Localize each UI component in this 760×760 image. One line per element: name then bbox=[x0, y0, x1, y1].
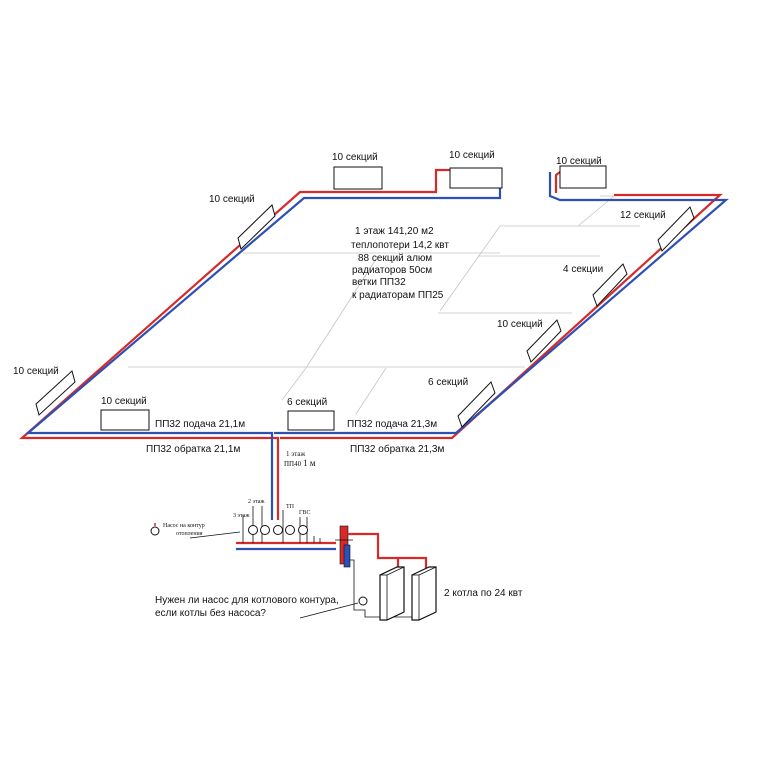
manifold bbox=[236, 506, 336, 551]
boiler-piping bbox=[348, 532, 428, 618]
pump-icon bbox=[285, 525, 295, 535]
supply-right-label: ПП32 подача 21,3м bbox=[347, 419, 437, 430]
return-pipe-loop bbox=[25, 172, 729, 520]
radiator-label: 10 секций bbox=[332, 152, 378, 163]
pump-icon bbox=[248, 525, 258, 535]
boiler-2 bbox=[411, 566, 437, 621]
radiator-label: 4 секции bbox=[563, 264, 603, 275]
manifold-gvs-label: ГВС bbox=[299, 510, 310, 516]
boiler-pump-icon bbox=[358, 596, 368, 606]
heating-pump-label: Насос на контур bbox=[163, 523, 205, 529]
floor-info-line: 1 этаж 141,20 м2 bbox=[355, 226, 434, 237]
radiator-top-3 bbox=[559, 165, 607, 189]
radiator-top-2 bbox=[449, 167, 503, 189]
return-left-label: ПП32 обратка 21,1м bbox=[146, 443, 240, 455]
radiator-label: 10 секций bbox=[556, 156, 602, 167]
floor-info: 1 этаж 141,20 м2 теплопотери 14,2 квт 88… bbox=[351, 226, 449, 301]
supply-pipe-loop bbox=[19, 168, 723, 520]
pump-icon bbox=[298, 525, 308, 535]
pump-icon bbox=[273, 525, 283, 535]
radiator-label: 10 секций bbox=[101, 396, 147, 407]
boilers-label: 2 котла по 24 квт bbox=[444, 588, 523, 599]
radiator-right-4 bbox=[592, 263, 628, 307]
radiator-right-10 bbox=[526, 319, 562, 363]
radiator-bottom-6 bbox=[287, 410, 335, 431]
question-line: если котлы без насоса? bbox=[155, 607, 266, 619]
floor-info-line: теплопотери 14,2 квт bbox=[351, 240, 449, 251]
radiator-label: 10 секций bbox=[209, 194, 255, 205]
manifold-tp-label: ТП bbox=[286, 504, 295, 510]
radiator-top-1 bbox=[333, 166, 383, 190]
return-right-label: ПП32 обратка 21,3м bbox=[350, 443, 444, 455]
radiator-upper-left bbox=[237, 204, 276, 250]
heating-pump-icon bbox=[150, 526, 160, 536]
radiator-right-12 bbox=[657, 206, 695, 252]
radiator-label: 12 секций bbox=[620, 210, 666, 221]
floor-info-line: ветки ППЗ2 bbox=[352, 277, 406, 288]
hydraulic-separator bbox=[335, 525, 353, 568]
manifold-floor2-label: 2 этаж bbox=[248, 499, 265, 505]
radiator-label: 10 секций bbox=[497, 319, 543, 330]
radiator-label: 6 секций bbox=[287, 397, 327, 408]
radiator-label: 6 секций bbox=[428, 377, 468, 388]
radiator-label: 10 секций bbox=[449, 150, 495, 161]
radiator-left-10 bbox=[35, 370, 76, 416]
manifold-floor3-label: 3 этаж bbox=[233, 513, 250, 519]
pump-icon bbox=[260, 525, 270, 535]
radiator-bottom-10 bbox=[100, 409, 150, 431]
floor-info-line: к радиаторам ПП25 bbox=[352, 290, 444, 301]
floor-info-line: радиаторов 50см bbox=[352, 265, 432, 276]
radiator-right-6 bbox=[457, 381, 496, 428]
boiler-1 bbox=[379, 566, 405, 621]
radiator-label: 10 секций bbox=[13, 366, 59, 377]
supply-left-label: ПП32 подача 21,1м bbox=[155, 419, 245, 430]
question-line: Нужен ли насос для котлового контура, bbox=[155, 595, 339, 606]
riser-label-floor: 1 этаж bbox=[286, 450, 306, 458]
floor-info-line: 88 секций алюм bbox=[358, 253, 432, 264]
heating-pump-label: отопления bbox=[176, 531, 203, 537]
